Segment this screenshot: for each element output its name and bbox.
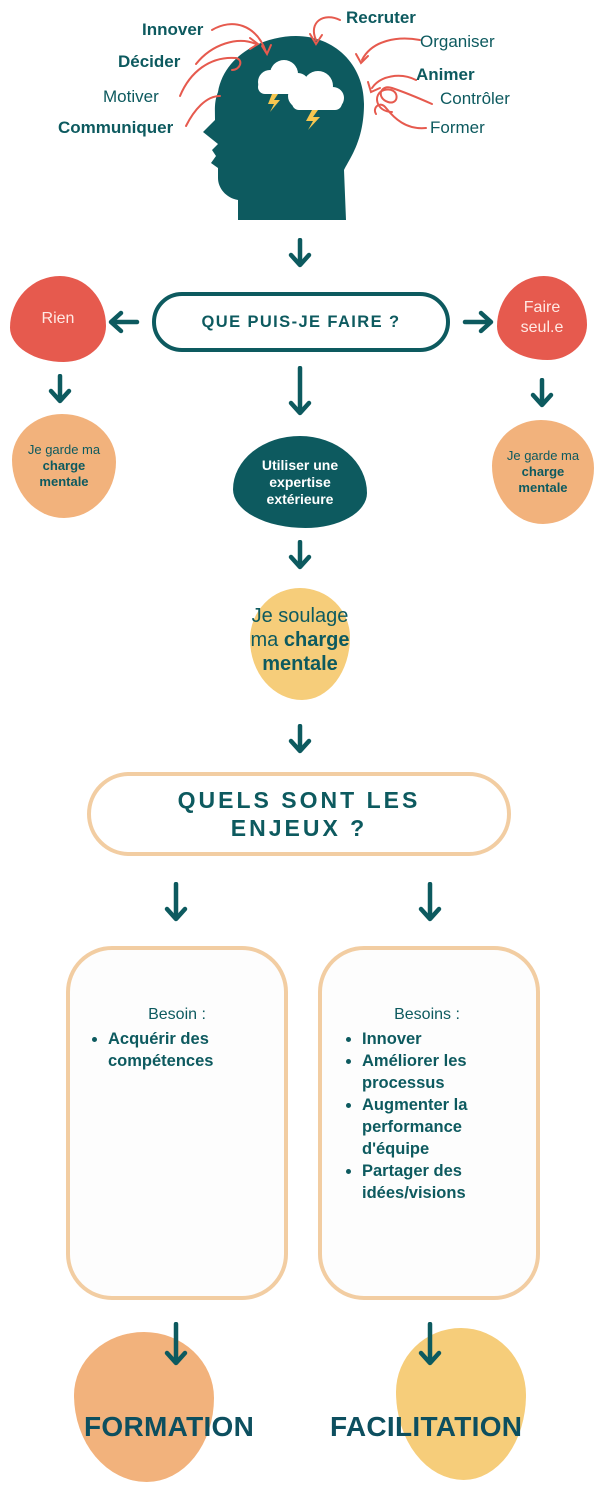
relief-line1: Je soulage (251, 605, 349, 627)
option-alone-label: Faire seul.e (520, 299, 564, 336)
list-item: Innover (362, 1028, 522, 1050)
result-relief-blob (250, 588, 350, 700)
scribble-arrows-left (179, 23, 272, 127)
result-keep-load-right: Je garde ma charge mentale (492, 420, 594, 524)
result-keep-load-left-bold: charge mentale (39, 458, 89, 489)
word-innover: Innover (142, 20, 204, 39)
word-animer: Animer (416, 65, 475, 84)
list-item: Partager des idées/visions (362, 1160, 522, 1204)
outcome-training-blob (74, 1332, 214, 1482)
needs-card-training-heading: Besoin : (148, 1006, 206, 1023)
needs-card-training: Besoin : Acquérir des compétences (66, 946, 288, 1300)
word-communiquer: Communiquer (58, 118, 174, 137)
list-item: Acquérir des compétences (108, 1028, 270, 1072)
arrow-down-icon (48, 374, 72, 404)
question-stakes-line2: ENJEUX ? (230, 815, 368, 841)
thought-clouds (258, 60, 344, 110)
arrow-down-icon (288, 238, 312, 268)
word-recruter: Recruter (346, 8, 416, 27)
needs-card-facilitation: Besoins : Innover Améliorer les processu… (318, 946, 540, 1300)
needs-card-facilitation-heading: Besoins : (394, 1006, 460, 1023)
arrow-down-icon (288, 724, 312, 754)
result-keep-load-left: Je garde ma charge mentale (12, 414, 116, 518)
relief-charge: charge (283, 629, 350, 651)
outcome-training: FORMATION (84, 1411, 255, 1442)
list-item: Améliorer les processus (362, 1050, 522, 1094)
option-alone: Faire seul.e (497, 276, 587, 360)
arrow-down-icon (288, 366, 312, 416)
lightning-icon (268, 94, 280, 112)
question-what-can-i-do-label: QUE PUIS-JE FAIRE ? (201, 312, 401, 331)
question-what-can-i-do: QUE PUIS-JE FAIRE ? (152, 292, 450, 352)
scribble-arrows-right (309, 16, 433, 130)
arrow-down-icon (288, 540, 312, 570)
result-keep-load-left-text: Je garde ma (27, 442, 101, 457)
arrow-down-icon (164, 1322, 188, 1366)
head-illustration (179, 16, 433, 220)
result-keep-load-right-text: Je garde ma (506, 448, 580, 463)
needs-card-facilitation-list: Innover Améliorer les processus Augmente… (332, 1028, 522, 1204)
needs-card-training-list: Acquérir des compétences (84, 1028, 270, 1072)
outcome-facilitation-blob (396, 1328, 526, 1480)
arrow-right-icon (462, 310, 494, 334)
list-item: Augmenter la performance d'équipe (362, 1094, 522, 1160)
option-external-expertise-label: Utiliser une expertise extérieure (261, 456, 339, 507)
relief-mentale: mentale (262, 653, 338, 675)
result-relief-text: Je soulage ma charge mentale (220, 604, 380, 676)
arrow-down-icon (164, 882, 188, 922)
word-decider: Décider (118, 52, 181, 71)
option-nothing-label: Rien (41, 310, 75, 327)
word-motiver: Motiver (103, 87, 159, 106)
arrow-down-icon (418, 1322, 442, 1366)
relief-ma: ma (250, 629, 279, 651)
outcome-facilitation: FACILITATION (330, 1411, 523, 1442)
word-former: Former (430, 118, 485, 137)
question-what-are-the-stakes: QUELS SONT LES ENJEUX ? (87, 772, 511, 856)
word-controler: Contrôler (440, 89, 510, 108)
lightning-icon (306, 110, 320, 130)
arrow-left-icon (108, 310, 140, 334)
relief-line2: ma charge (220, 628, 380, 652)
result-keep-load-right-bold: charge mentale (518, 464, 568, 495)
option-nothing: Rien (10, 276, 106, 362)
option-external-expertise: Utiliser une expertise extérieure (233, 436, 367, 528)
arrow-down-icon (418, 882, 442, 922)
question-stakes-line1: QUELS SONT LES (177, 787, 421, 813)
word-organiser: Organiser (420, 32, 495, 51)
arrow-down-icon (530, 378, 554, 408)
